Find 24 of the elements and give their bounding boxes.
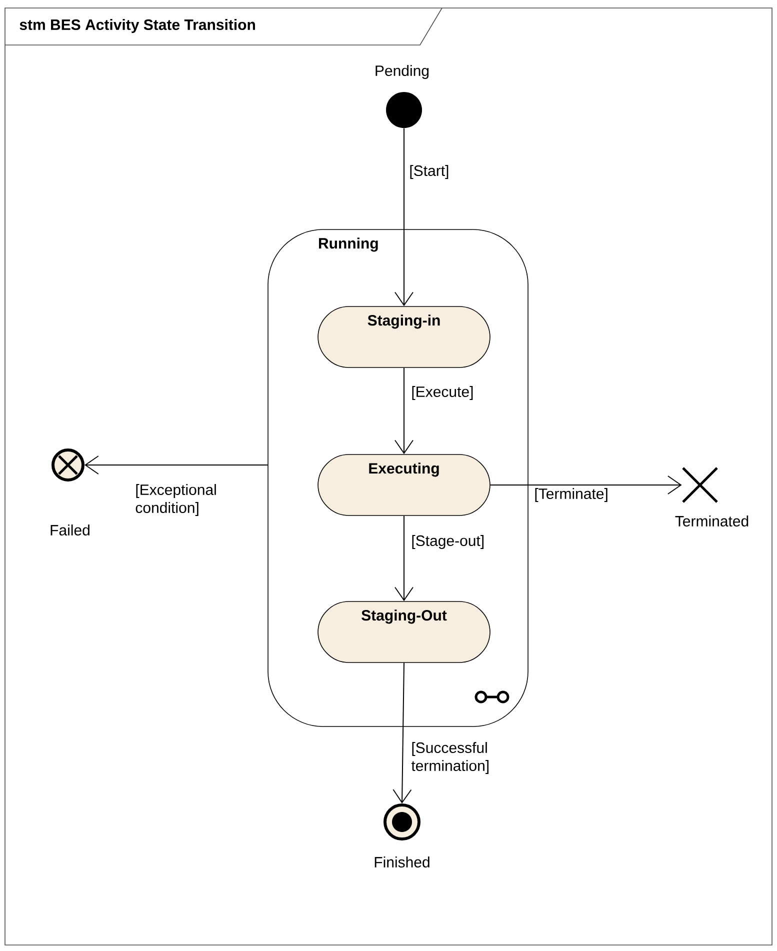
failed-state	[52, 448, 84, 482]
state-name: Terminated	[675, 516, 748, 526]
edge-label: [Stage-out]	[412, 535, 484, 549]
arrow	[392, 662, 412, 804]
final-state	[384, 804, 420, 840]
edge-label: [Exceptional condition]	[136, 484, 216, 516]
arrow	[84, 456, 268, 474]
arrow	[490, 476, 682, 494]
state-box: Executing	[318, 454, 490, 516]
edge-label: [Execute]	[412, 386, 473, 400]
edge-label: [Start]	[410, 165, 448, 179]
initial-state	[386, 92, 422, 128]
arrow	[394, 515, 414, 602]
arrow	[394, 367, 414, 454]
state-name: Pending	[376, 65, 429, 79]
state-box: Staging-in	[318, 306, 490, 368]
terminate-cross	[682, 466, 718, 504]
state-name: Finished	[374, 856, 430, 868]
arrow	[394, 128, 414, 306]
edge-label: [Successful termination]	[411, 742, 488, 774]
state-name: Failed	[50, 524, 90, 536]
title-tab: stm BES Activity State Transition	[4, 8, 442, 46]
edge-label: [Terminate]	[535, 488, 608, 502]
state-box: Staging-Out	[318, 601, 490, 663]
